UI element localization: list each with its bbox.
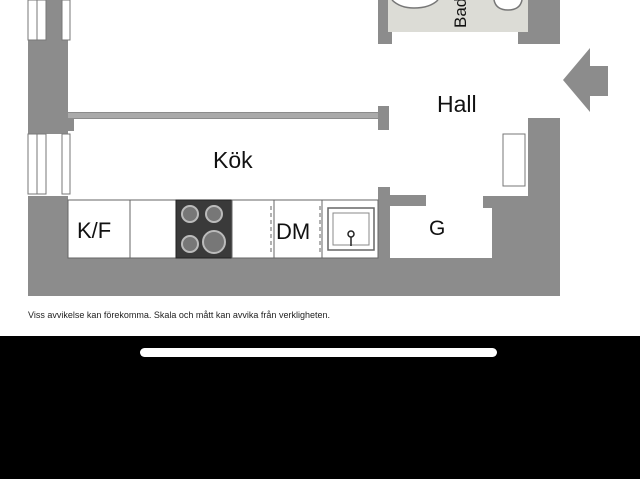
- toilet-icon: [493, 0, 523, 11]
- kitchen-counter: [67, 199, 379, 259]
- floorplan-viewer[interactable]: Bad Hall Kök K/F DM G Viss avvikelse kan…: [0, 0, 640, 336]
- hall-floor: [388, 44, 560, 118]
- disclaimer-text: Viss avvikelse kan förekomma. Skala och …: [28, 310, 330, 320]
- bath-fixture-icon: [391, 0, 439, 9]
- floorplan-drawing: [27, 0, 608, 296]
- wardrobe-top-wall: [390, 195, 426, 206]
- floor-area: [68, 0, 378, 44]
- window-lower-left: [27, 133, 71, 195]
- corridor-wall-left: [68, 119, 74, 131]
- kitchen-hall-wall: [378, 187, 390, 260]
- bathroom-door-gap-open: [392, 32, 518, 44]
- corridor-wall-end: [378, 106, 389, 130]
- room-label-wardrobe: G: [429, 217, 446, 240]
- room-label-hall: Hall: [437, 91, 477, 117]
- room-label-kitchen: Kök: [213, 147, 253, 173]
- window-right: [502, 133, 526, 187]
- wardrobe-floor: [390, 206, 492, 250]
- window-upper-left: [27, 0, 71, 41]
- room-label-fridge-freezer: K/F: [77, 218, 112, 243]
- wardrobe-wall-right: [483, 196, 493, 208]
- home-indicator[interactable]: [140, 348, 497, 357]
- right-wall-block: [492, 196, 528, 258]
- room-label-dishwasher: DM: [276, 219, 311, 244]
- bottom-black-area: [0, 336, 640, 479]
- corridor-floor: [68, 44, 388, 114]
- corridor-wall-inner: [68, 113, 388, 118]
- room-label-bathroom: Bad: [451, 0, 470, 28]
- entrance-arrow-icon: [563, 48, 608, 112]
